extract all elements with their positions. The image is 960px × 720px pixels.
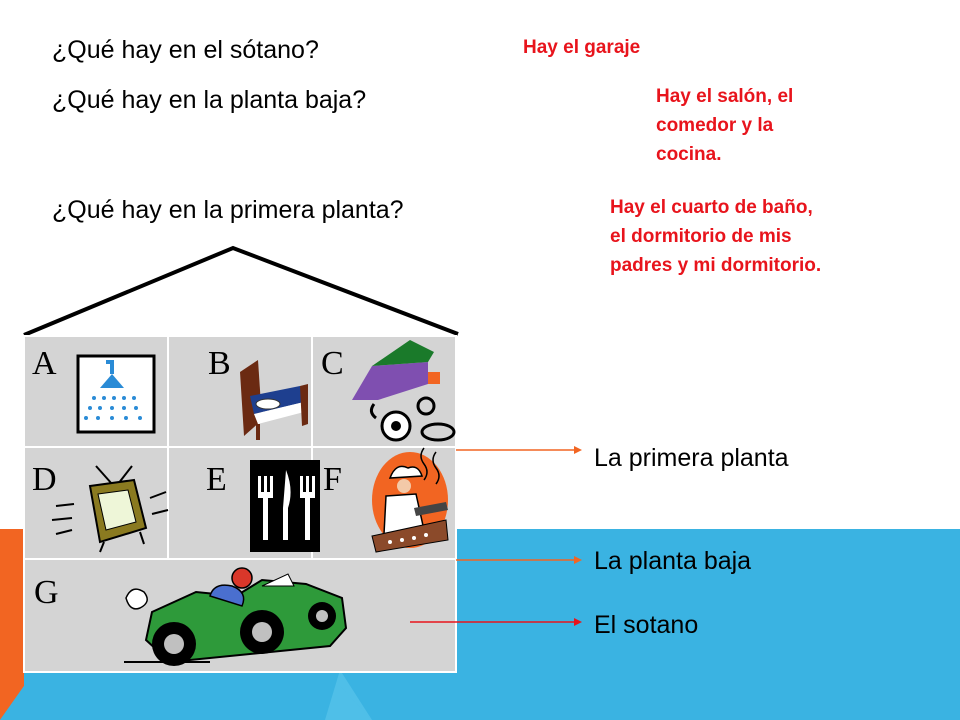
room-letter-e: E xyxy=(206,461,227,498)
room-letter-a: A xyxy=(32,345,57,382)
arrow-first-floor xyxy=(456,446,582,454)
shower-icon xyxy=(76,354,156,434)
cook-icon xyxy=(371,447,449,553)
question-ground-floor: ¿Qué hay en la planta baja? xyxy=(52,86,367,114)
room-letter-g: G xyxy=(34,574,59,611)
roof-line xyxy=(23,245,459,337)
question-first-floor: ¿Qué hay en la primera planta? xyxy=(52,196,404,224)
arrow-basement xyxy=(410,618,582,626)
arrow-ground-floor xyxy=(456,556,582,564)
question-basement: ¿Qué hay en el sótano? xyxy=(52,36,319,64)
cutlery-icon xyxy=(250,460,320,552)
label-ground-floor: La planta baja xyxy=(594,547,752,575)
answer-ground-floor: Hay el salón, el comedor y la cocina. xyxy=(656,86,794,165)
tv-icon xyxy=(51,465,169,553)
room-letter-c: C xyxy=(321,345,344,382)
label-first-floor: La primera planta xyxy=(594,444,789,472)
label-basement: El sotano xyxy=(594,611,699,639)
room-letter-b: B xyxy=(208,345,231,382)
answer-first-floor: Hay el cuarto de baño, el dormitorio de … xyxy=(610,197,822,276)
car-icon xyxy=(124,567,348,666)
kids-bedroom-icon xyxy=(352,340,456,442)
answer-basement: Hay el garaje xyxy=(523,37,641,58)
room-letter-d: D xyxy=(32,461,57,498)
room-letter-f: F xyxy=(323,461,342,498)
bed-icon xyxy=(240,360,308,440)
